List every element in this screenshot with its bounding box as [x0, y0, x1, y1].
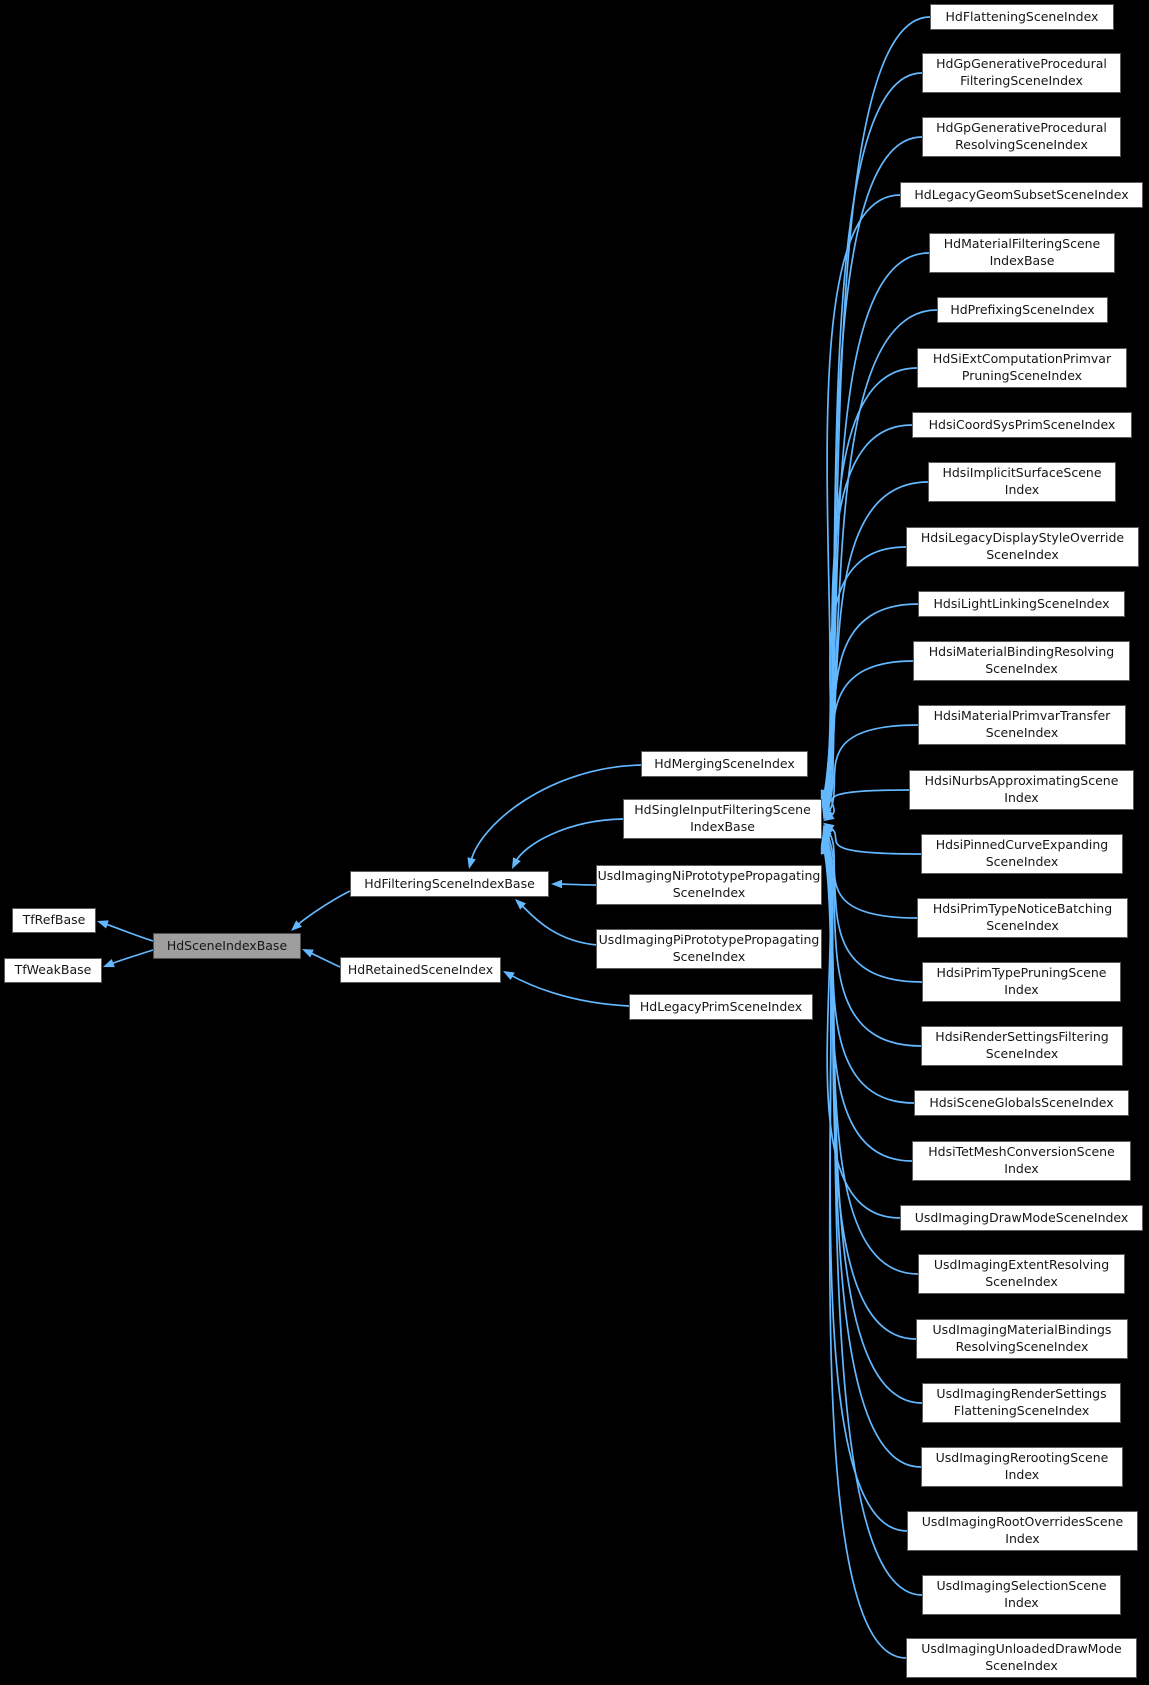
- class-node-label: UsdImagingMaterialBindings ResolvingScen…: [932, 1322, 1112, 1354]
- class-node-label: UsdImagingExtentResolving SceneIndex: [933, 1257, 1110, 1289]
- class-node-hdmergingsceneindex[interactable]: HdMergingSceneIndex: [641, 751, 808, 777]
- class-node-label: HdsiPrimTypePruningScene Index: [936, 965, 1107, 997]
- class-node-usdimagingunloadeddrawmodesceneindex[interactable]: UsdImagingUnloadedDrawMode SceneIndex: [906, 1638, 1137, 1678]
- class-node-usdimagingniprototypepropagatingsceneindex[interactable]: UsdImagingNiPrototypePropagating SceneIn…: [596, 865, 822, 905]
- class-node-label: HdSceneIndexBase: [166, 937, 288, 953]
- class-node-label: UsdImagingRerootingScene Index: [935, 1450, 1109, 1482]
- class-node-label: HdsiLegacyDisplayStyleOverride SceneInde…: [920, 530, 1125, 562]
- class-node-hdsirendersettingsfilteringsceneindex[interactable]: HdsiRenderSettingsFiltering SceneIndex: [921, 1026, 1123, 1066]
- class-node-hdsiprimtypepruningsceneindex[interactable]: HdsiPrimTypePruningScene Index: [922, 962, 1121, 1002]
- class-node-label: HdsiPinnedCurveExpanding SceneIndex: [935, 837, 1109, 869]
- class-node-label: HdsiMaterialPrimvarTransfer SceneIndex: [933, 708, 1111, 740]
- class-node-label: UsdImagingSelectionScene Index: [936, 1578, 1107, 1610]
- class-node-label: HdsiLightLinkingSceneIndex: [933, 595, 1110, 611]
- class-node-hdsitetmeshconversionsceneindex[interactable]: HdsiTetMeshConversionScene Index: [912, 1141, 1131, 1181]
- class-node-hdlegacygeomsubsetsceneindex[interactable]: HdLegacyGeomSubsetSceneIndex: [900, 182, 1143, 208]
- class-node-label: HdsiRenderSettingsFiltering SceneIndex: [935, 1029, 1109, 1061]
- class-node-hdsimaterialbindingresolvingsceneindex[interactable]: HdsiMaterialBindingResolving SceneIndex: [913, 641, 1130, 681]
- class-node-hdsipinnedcurveexpandingsceneindex[interactable]: HdsiPinnedCurveExpanding SceneIndex: [921, 834, 1123, 874]
- class-node-usdimagingdrawmodesceneindex[interactable]: UsdImagingDrawModeSceneIndex: [900, 1205, 1143, 1231]
- class-node-hdmaterialfilteringsceneindexbase[interactable]: HdMaterialFilteringScene IndexBase: [929, 233, 1115, 273]
- class-node-label: UsdImagingPiPrototypePropagating SceneIn…: [598, 932, 820, 964]
- class-node-label: HdSiExtComputationPrimvar PruningSceneIn…: [932, 351, 1112, 383]
- class-node-hdsceneindexbase[interactable]: HdSceneIndexBase: [153, 933, 301, 959]
- class-node-label: HdRetainedSceneIndex: [347, 961, 494, 977]
- class-node-hdfilteringsceneindexbase[interactable]: HdFilteringSceneIndexBase: [350, 871, 549, 897]
- class-node-label: HdFilteringSceneIndexBase: [364, 875, 535, 891]
- class-node-hdgpgenerativeproceduralfilteringsceneindex[interactable]: HdGpGenerativeProcedural FilteringSceneI…: [922, 53, 1121, 93]
- class-node-label: HdFlatteningSceneIndex: [945, 8, 1099, 24]
- class-node-label: HdPrefixingSceneIndex: [950, 301, 1095, 317]
- class-node-usdimagingmaterialbindingsresolvingsceneindex[interactable]: UsdImagingMaterialBindings ResolvingScen…: [916, 1319, 1128, 1359]
- class-node-label: TfWeakBase: [14, 962, 92, 978]
- class-node-hdflatteningsceneindex[interactable]: HdFlatteningSceneIndex: [930, 4, 1114, 30]
- class-node-usdimagingrootoverridessceneindex[interactable]: UsdImagingRootOverridesScene Index: [907, 1511, 1138, 1551]
- class-node-label: HdLegacyPrimSceneIndex: [639, 998, 803, 1014]
- class-node-hdsiimplicitsurfacesceneindex[interactable]: HdsiImplicitSurfaceScene Index: [928, 462, 1116, 502]
- class-node-label: TfRefBase: [22, 912, 86, 928]
- class-node-label: HdsiCoordSysPrimSceneIndex: [928, 416, 1116, 432]
- class-node-label: HdsiNurbsApproximatingScene Index: [924, 773, 1119, 805]
- class-node-hdlegacyprimsceneindex[interactable]: HdLegacyPrimSceneIndex: [629, 994, 813, 1020]
- class-node-tfrefbase[interactable]: TfRefBase: [12, 908, 96, 933]
- class-node-hdsisceneglobalssceneindex[interactable]: HdsiSceneGlobalsSceneIndex: [914, 1090, 1129, 1116]
- class-node-label: UsdImagingUnloadedDrawMode SceneIndex: [921, 1641, 1122, 1673]
- class-node-hdsilegacydisplaystyleoverridesceneindex[interactable]: HdsiLegacyDisplayStyleOverride SceneInde…: [906, 527, 1139, 567]
- class-node-hdgpgenerativeproceduralresolvingsceneindex[interactable]: HdGpGenerativeProcedural ResolvingSceneI…: [922, 117, 1121, 157]
- class-node-hdsiprimtypenoticebatchingsceneindex[interactable]: HdsiPrimTypeNoticeBatching SceneIndex: [917, 898, 1128, 938]
- class-node-usdimagingrerootingsceneindex[interactable]: UsdImagingRerootingScene Index: [921, 1447, 1123, 1487]
- class-node-label: HdGpGenerativeProcedural FilteringSceneI…: [936, 56, 1107, 88]
- class-node-label: UsdImagingRootOverridesScene Index: [921, 1514, 1124, 1546]
- class-node-label: HdsiPrimTypeNoticeBatching SceneIndex: [932, 901, 1113, 933]
- class-node-label: UsdImagingNiPrototypePropagating SceneIn…: [597, 868, 821, 900]
- class-node-label: HdsiTetMeshConversionScene Index: [928, 1144, 1115, 1176]
- class-node-label: HdMergingSceneIndex: [654, 755, 795, 771]
- class-node-label: HdGpGenerativeProcedural ResolvingSceneI…: [936, 120, 1107, 152]
- class-node-label: HdsiMaterialBindingResolving SceneIndex: [928, 644, 1115, 676]
- class-node-label: HdsiSceneGlobalsSceneIndex: [929, 1094, 1114, 1110]
- class-node-usdimagingextentresolvingsceneindex[interactable]: UsdImagingExtentResolving SceneIndex: [918, 1254, 1125, 1294]
- class-node-label: HdsiImplicitSurfaceScene Index: [942, 465, 1102, 497]
- class-node-hdprefixingsceneindex[interactable]: HdPrefixingSceneIndex: [937, 297, 1108, 323]
- class-node-label: HdMaterialFilteringScene IndexBase: [943, 236, 1101, 268]
- class-node-label: UsdImagingRenderSettings FlatteningScene…: [936, 1386, 1107, 1418]
- class-node-hdsingleinputfilteringsceneindexbase[interactable]: HdSingleInputFilteringScene IndexBase: [623, 799, 822, 839]
- class-node-hdsicoordsysprimsceneindex[interactable]: HdsiCoordSysPrimSceneIndex: [912, 412, 1132, 438]
- class-node-hdsilightlinkingsceneindex[interactable]: HdsiLightLinkingSceneIndex: [918, 591, 1125, 617]
- class-node-label: UsdImagingDrawModeSceneIndex: [914, 1209, 1129, 1225]
- class-node-hdsiextcomputationprimvarpruningsceneindex[interactable]: HdSiExtComputationPrimvar PruningSceneIn…: [917, 348, 1127, 388]
- class-node-hdretainedsceneindex[interactable]: HdRetainedSceneIndex: [340, 957, 501, 983]
- class-node-tfweakbase[interactable]: TfWeakBase: [4, 958, 102, 983]
- class-node-usdimagingrendersettingsflatteningsceneindex[interactable]: UsdImagingRenderSettings FlatteningScene…: [922, 1383, 1121, 1423]
- class-node-hdsimaterialprimvartransfersceneindex[interactable]: HdsiMaterialPrimvarTransfer SceneIndex: [918, 705, 1126, 745]
- class-node-usdimagingselectionsceneindex[interactable]: UsdImagingSelectionScene Index: [922, 1575, 1121, 1615]
- class-node-label: HdSingleInputFilteringScene IndexBase: [634, 802, 811, 834]
- class-node-label: HdLegacyGeomSubsetSceneIndex: [914, 186, 1129, 202]
- class-node-usdimagingpiprototypepropagatingsceneindex[interactable]: UsdImagingPiPrototypePropagating SceneIn…: [596, 929, 822, 969]
- class-node-hdsinurbsapproximatingsceneindex[interactable]: HdsiNurbsApproximatingScene Index: [909, 770, 1134, 810]
